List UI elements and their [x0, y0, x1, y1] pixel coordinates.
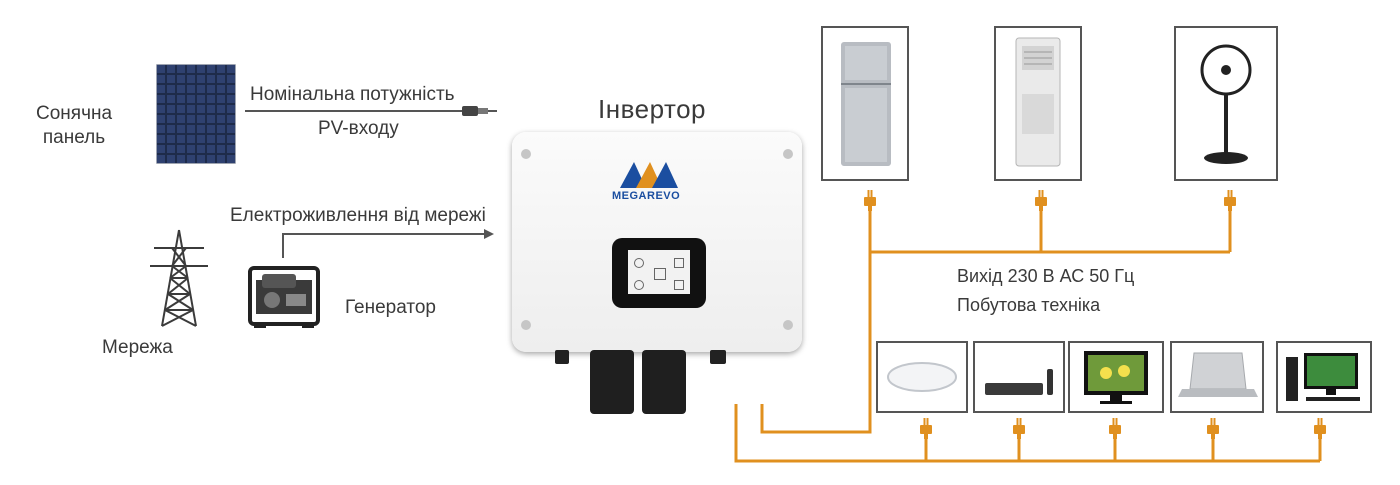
generator-icon — [248, 266, 320, 328]
screw-icon — [783, 320, 793, 330]
solar-panel-icon — [156, 64, 236, 164]
screw-icon — [521, 320, 531, 330]
inverter-title: Інвертор — [598, 94, 706, 124]
power-tower-icon — [150, 229, 208, 327]
grid-label: Мережа — [102, 337, 173, 358]
inverter-display — [612, 238, 706, 308]
inverter-body: MEGAREVO — [512, 132, 802, 352]
air-conditioner-icon — [1015, 37, 1061, 167]
appliance-box-fridge — [821, 26, 909, 181]
cable-gland-icon — [642, 350, 686, 414]
gland-icon — [710, 350, 726, 364]
pv-power-label: Номінальна потужність — [250, 84, 455, 105]
output-spec-label: Вихід 230 В АС 50 Гц — [957, 266, 1135, 286]
screw-icon — [521, 149, 531, 159]
fridge-icon — [841, 42, 891, 166]
ceiling-lamp-icon — [887, 362, 957, 392]
appliance-box-dvd — [973, 341, 1065, 413]
appliance-box-lamp — [876, 341, 968, 413]
desktop-pc-icon — [1286, 353, 1360, 401]
gland-icon — [555, 350, 569, 364]
cable-gland-icon — [590, 350, 634, 414]
appliance-box-fan — [1174, 26, 1278, 181]
generator-label: Генератор — [345, 297, 436, 318]
appliance-box-desktop — [1276, 341, 1372, 413]
grid-supply-label: Електроживлення від мережі — [230, 205, 486, 226]
grid-arrow — [282, 229, 494, 258]
plug-icons-top — [864, 190, 1236, 211]
bottom-output-bus — [734, 404, 1322, 463]
screw-icon — [783, 149, 793, 159]
appliance-box-laptop — [1170, 341, 1264, 413]
solar-panel-label: Сонячна панель — [36, 103, 113, 148]
appliance-box-air-conditioner — [994, 26, 1082, 181]
laptop-icon — [1178, 352, 1258, 397]
display-screen — [628, 250, 690, 294]
appliance-box-tv — [1068, 341, 1164, 413]
tv-icon — [1084, 351, 1148, 404]
pv-input-label: PV-входу — [318, 118, 399, 139]
megarevo-logo-icon — [620, 162, 678, 188]
top-output-bus — [760, 210, 1232, 434]
dvd-player-icon — [985, 369, 1053, 395]
appliances-label: Побутова техніка — [957, 295, 1101, 315]
pv-cable — [245, 106, 497, 116]
fan-icon — [1200, 44, 1252, 164]
brand-name: MEGAREVO — [612, 190, 681, 202]
plug-icons-bottom — [920, 418, 1326, 439]
